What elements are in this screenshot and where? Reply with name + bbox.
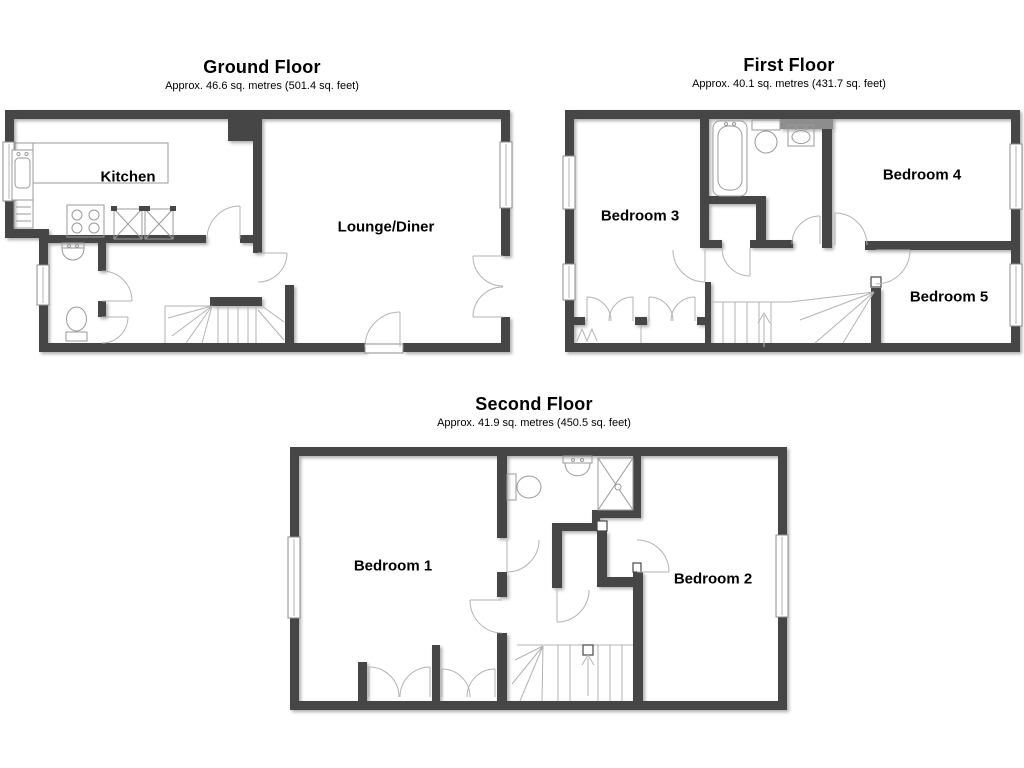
ground-floor-header: Ground Floor Approx. 46.6 sq. metres (50… (112, 57, 412, 92)
wc-basin (61, 242, 85, 249)
toilet-bowl (516, 475, 542, 499)
tap (732, 122, 736, 126)
wardrobe-door (670, 296, 696, 322)
ground-floor-plan (2, 110, 513, 354)
ground-floor-doors (101, 205, 504, 348)
wardrobe-rail (576, 327, 598, 343)
tap (571, 458, 575, 462)
first-floor-area: Approx. 40.1 sq. metres (431.7 sq. feet) (692, 78, 886, 90)
room-label-bedroom-4: Bedroom 4 (882, 166, 962, 184)
tap (580, 458, 584, 462)
first-floor-windows (562, 143, 1023, 327)
second-floor-header: Second Floor Approx. 41.9 sq. metres (45… (384, 394, 684, 429)
toilet-bowl (754, 130, 778, 154)
hob (66, 204, 105, 238)
second-floor-windows (287, 534, 789, 619)
newel-post (582, 644, 594, 656)
tap (75, 244, 79, 248)
appliance-space (144, 208, 174, 240)
wardrobe-door (608, 296, 634, 322)
toilet-cistern (65, 331, 88, 342)
toilet-cistern (506, 473, 517, 501)
first-floor-stairs (711, 291, 875, 347)
ground-floor-windows (2, 141, 513, 354)
burner (71, 209, 83, 221)
wardrobe-door (648, 296, 674, 322)
kitchen-fittings (11, 142, 176, 240)
room-label-lounge-diner: Lounge/Diner (337, 218, 435, 236)
burner (88, 209, 100, 221)
first-floor-header: First Floor Approx. 40.1 sq. metres (431… (639, 55, 939, 90)
bathroom-fittings (712, 119, 815, 197)
second-floor-plan (287, 447, 789, 710)
second-floor-title: Second Floor (475, 394, 593, 414)
basin (787, 124, 815, 147)
closet-door (399, 666, 431, 698)
tap (724, 122, 728, 126)
tap (794, 126, 798, 130)
shower-tray (597, 457, 634, 511)
ground-floor-title: Ground Floor (203, 57, 321, 77)
first-floor-doors (576, 212, 911, 343)
ground-floor-area: Approx. 46.6 sq. metres (501.4 sq. feet) (165, 80, 359, 92)
closet-door (368, 666, 400, 698)
second-floor-area: Approx. 41.9 sq. metres (450.5 sq. feet) (437, 417, 631, 429)
wc-fittings (61, 242, 88, 342)
burner (71, 222, 83, 234)
closet-door (441, 668, 471, 698)
second-floor-stairs (511, 644, 633, 702)
room-label-bedroom-1: Bedroom 1 (353, 557, 433, 575)
tap (24, 151, 29, 157)
wardrobe-door (586, 296, 612, 322)
appliance-space (113, 208, 143, 240)
shower-drain (614, 483, 622, 491)
rear-door-threshold (364, 343, 404, 354)
closet-door (466, 668, 496, 698)
room-label-kitchen: Kitchen (100, 168, 156, 186)
tap (67, 244, 71, 248)
tap (804, 126, 808, 130)
room-label-bedroom-5: Bedroom 5 (909, 288, 989, 306)
bathroom-bulkhead (780, 119, 833, 129)
shower-room-fittings (506, 455, 634, 511)
ground-floor-stairs (164, 305, 285, 344)
door-post (632, 562, 642, 573)
newel-post (870, 276, 882, 288)
bathtub (712, 120, 748, 197)
chimney-breast (228, 119, 254, 141)
tap (16, 151, 21, 157)
room-label-bedroom-2: Bedroom 2 (673, 570, 753, 588)
door-post (596, 520, 608, 532)
first-floor-plan (562, 110, 1023, 352)
first-floor-title: First Floor (743, 55, 835, 75)
room-label-bedroom-3: Bedroom 3 (600, 207, 680, 225)
basin (562, 455, 593, 464)
burner (88, 222, 100, 234)
first-floor-walls (565, 110, 1020, 352)
toilet-bowl (66, 306, 87, 332)
toilet-cistern (751, 119, 781, 131)
second-floor-doors (368, 539, 670, 698)
